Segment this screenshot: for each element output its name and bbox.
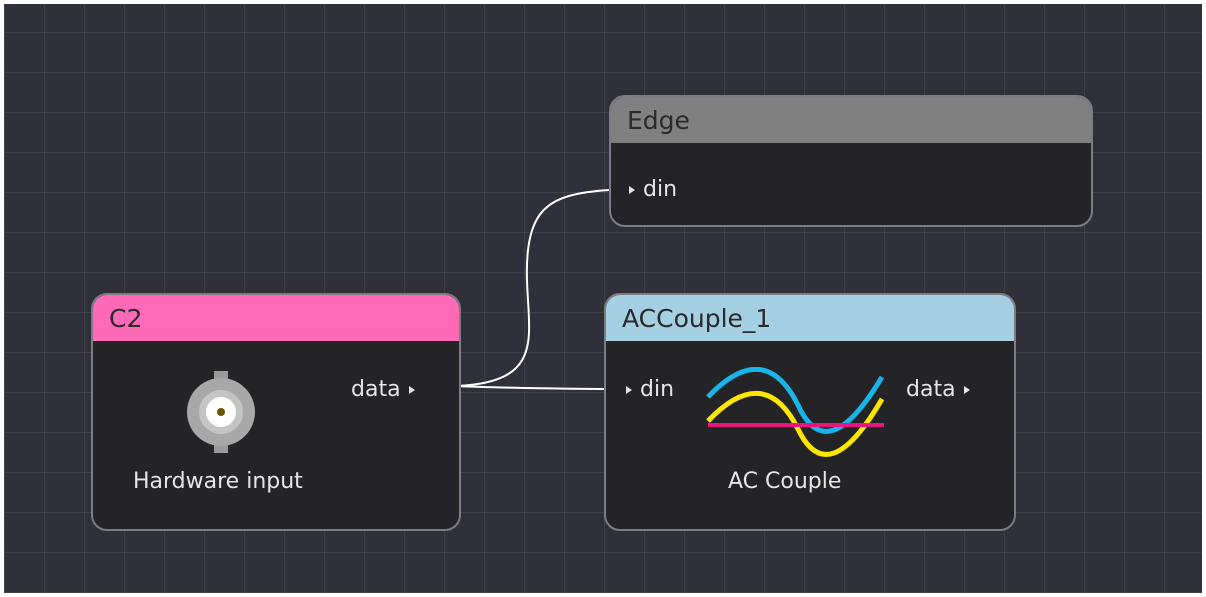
c2-node-title: C2 (109, 303, 143, 333)
edge-node-header[interactable]: Edge (611, 97, 1091, 143)
c2-data-label: data (351, 377, 401, 402)
accouple-data-port[interactable]: data (906, 377, 970, 402)
accouple-node[interactable]: ACCouple_1 din data AC Couple (604, 293, 1016, 531)
port-arrow-icon (408, 385, 415, 394)
edge-node-title: Edge (627, 105, 690, 135)
port-arrow-icon (626, 385, 632, 394)
edge-node[interactable]: Edge din (609, 95, 1093, 227)
c2-data-port[interactable]: data (351, 377, 415, 402)
c2-caption: Hardware input (133, 469, 303, 494)
edge-din-port[interactable]: din (629, 177, 677, 202)
port-arrow-icon (963, 385, 970, 394)
port-arrow-icon (629, 185, 635, 194)
c2-node[interactable]: C2 data Hardware input (91, 293, 461, 531)
accouple-node-header[interactable]: ACCouple_1 (606, 295, 1014, 341)
edge-din-label: din (643, 177, 678, 202)
ac-couple-waveform-icon (706, 367, 885, 457)
accouple-caption: AC Couple (728, 469, 842, 494)
bnc-connector-icon (187, 371, 255, 453)
accouple-node-title: ACCouple_1 (622, 303, 772, 333)
c2-node-header[interactable]: C2 (93, 295, 459, 341)
accouple-din-port[interactable]: din (626, 377, 674, 402)
accouple-data-label: data (906, 377, 956, 402)
accouple-din-label: din (640, 377, 675, 402)
